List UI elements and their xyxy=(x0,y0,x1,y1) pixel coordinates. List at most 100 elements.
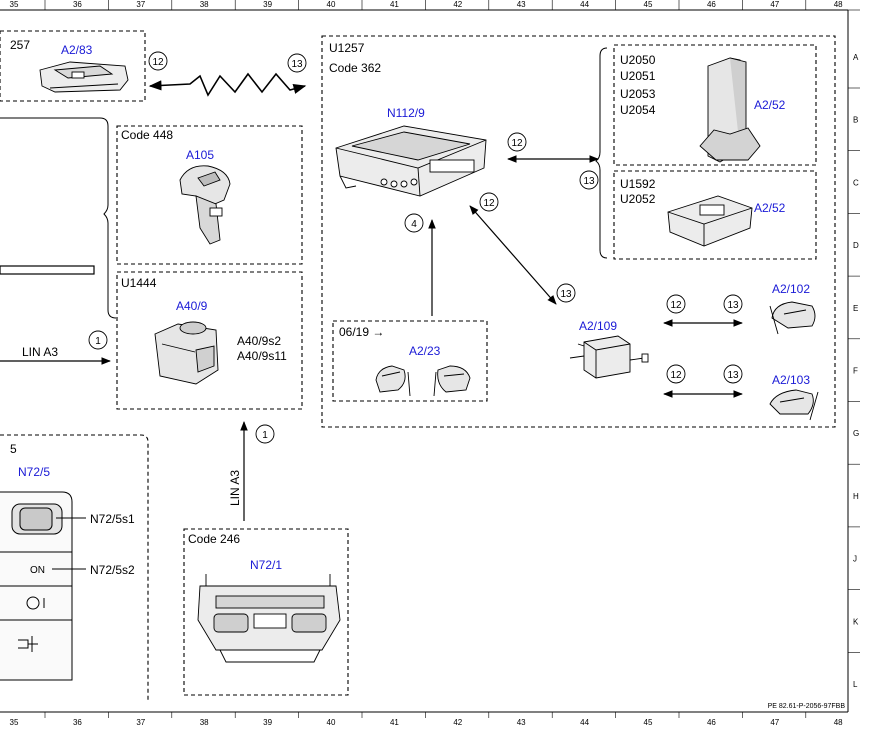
marker-12-top: 12 xyxy=(148,51,168,71)
code-448-label: Code 448 xyxy=(121,128,173,142)
marker-13-top: 13 xyxy=(287,53,307,73)
box-left-bottom xyxy=(0,434,149,700)
box-code-246 xyxy=(183,528,349,696)
a40-9s2-label: A40/9s2 xyxy=(237,334,281,348)
a40-9-switch-drawing xyxy=(154,321,219,385)
row-label: B xyxy=(853,116,858,125)
row-label: K xyxy=(853,617,859,626)
a2-103-mirror-drawing xyxy=(769,389,819,421)
box-code-448 xyxy=(116,125,303,265)
a105-selector-lever-drawing xyxy=(179,165,231,245)
row-label: C xyxy=(853,178,859,187)
a2-52-antenna-drawing xyxy=(699,57,761,163)
u2053-line: U2053 xyxy=(620,87,656,101)
column-label: 42 xyxy=(453,718,462,727)
u2052-line: U2052 xyxy=(620,192,656,206)
link-n112-a2-109: 12 13 xyxy=(469,192,576,305)
column-label: 43 xyxy=(517,718,526,727)
row-label: F xyxy=(853,367,858,376)
column-label: 46 xyxy=(707,0,716,9)
a105-label: A105 xyxy=(186,148,214,162)
a2-83-label: A2/83 xyxy=(61,43,93,57)
column-label: 43 xyxy=(517,0,526,9)
lin-a3-horizontal-link: LIN A3 1 xyxy=(0,330,111,365)
row-label: E xyxy=(853,304,858,313)
n72-5s2-label: N72/5s2 xyxy=(90,563,135,577)
column-label: 38 xyxy=(200,718,209,727)
svg-text:LIN A3: LIN A3 xyxy=(22,345,58,359)
zigzag-link xyxy=(148,72,307,97)
code-246-label: Code 246 xyxy=(188,532,240,546)
svg-text:13: 13 xyxy=(727,300,739,311)
a40-9-label: A40/9 xyxy=(176,299,208,313)
u2050-line: U2050 xyxy=(620,53,656,67)
column-label: 41 xyxy=(390,0,399,9)
link-a2-102: 12 13 xyxy=(663,294,743,327)
svg-text:12: 12 xyxy=(670,370,682,381)
u1444-label: U1444 xyxy=(121,276,157,290)
a40-9s11-label: A40/9s11 xyxy=(237,349,287,363)
a2-52-box-drawing xyxy=(667,195,753,247)
column-ticks xyxy=(44,0,807,718)
column-label: 39 xyxy=(263,0,272,9)
left-bottom-code: 5 xyxy=(10,442,17,456)
link-n112-a2-52: 12 13 xyxy=(507,132,599,190)
column-label: 46 xyxy=(707,718,716,727)
svg-text:12: 12 xyxy=(670,300,682,311)
n112-9-label: N112/9 xyxy=(387,106,425,120)
svg-text:1: 1 xyxy=(262,430,268,441)
svg-text:4: 4 xyxy=(411,219,417,230)
column-label: 36 xyxy=(73,0,82,9)
row-label: H xyxy=(853,492,859,501)
a2-109-label: A2/109 xyxy=(579,319,617,333)
column-label: 41 xyxy=(390,718,399,727)
a2-103-label: A2/103 xyxy=(772,373,810,387)
n72-5s1-label: N72/5s1 xyxy=(90,512,135,526)
on-button-label: ON xyxy=(30,565,45,576)
top-left-code: 257 xyxy=(10,38,30,52)
column-label: 39 xyxy=(263,718,272,727)
row-label: D xyxy=(853,241,859,250)
brace-right xyxy=(595,47,608,259)
row-label: G xyxy=(853,429,859,438)
group-boxes xyxy=(0,30,836,700)
column-label: 37 xyxy=(136,0,145,9)
column-label: 38 xyxy=(200,0,209,9)
n72-5-panel-drawing xyxy=(0,491,73,681)
svg-text:12: 12 xyxy=(511,138,523,149)
column-label: 36 xyxy=(73,718,82,727)
row-label: A xyxy=(853,53,859,62)
box-u1444 xyxy=(116,271,303,410)
n72-1-label: N72/1 xyxy=(250,558,282,572)
box-top-left xyxy=(0,30,146,102)
n72-1-overhead-unit-drawing xyxy=(197,574,341,663)
svg-text:LIN A3: LIN A3 xyxy=(228,470,242,506)
column-label: 47 xyxy=(770,0,779,9)
svg-text:13: 13 xyxy=(291,59,303,70)
svg-text:13: 13 xyxy=(583,176,595,187)
connector-bar xyxy=(0,265,95,275)
link-a2-103: 12 13 xyxy=(663,364,743,398)
footer-code: PE 82.61-P-2056-97FBB xyxy=(768,703,846,710)
box-u1257 xyxy=(321,35,836,428)
u1257-label: U1257 xyxy=(329,41,365,55)
column-label: 48 xyxy=(834,718,843,727)
lin-a3-vertical-link: LIN A3 1 xyxy=(228,421,275,521)
date-code-label: 06/19 → xyxy=(339,325,384,339)
link-a2-23-n112: 4 xyxy=(404,213,436,316)
svg-text:13: 13 xyxy=(560,289,572,300)
column-label: 35 xyxy=(10,0,19,9)
code-362-label: Code 362 xyxy=(329,61,381,75)
a2-83-module-drawing xyxy=(39,61,129,93)
a2-52-top-label: A2/52 xyxy=(754,98,786,112)
a2-109-sensor-drawing xyxy=(569,335,649,379)
a2-23-label: A2/23 xyxy=(409,344,441,358)
a2-52-bottom-label: A2/52 xyxy=(754,201,786,215)
u2051-line: U2051 xyxy=(620,69,656,83)
n112-9-module-drawing xyxy=(335,125,487,197)
n72-5-label: N72/5 xyxy=(18,465,50,479)
